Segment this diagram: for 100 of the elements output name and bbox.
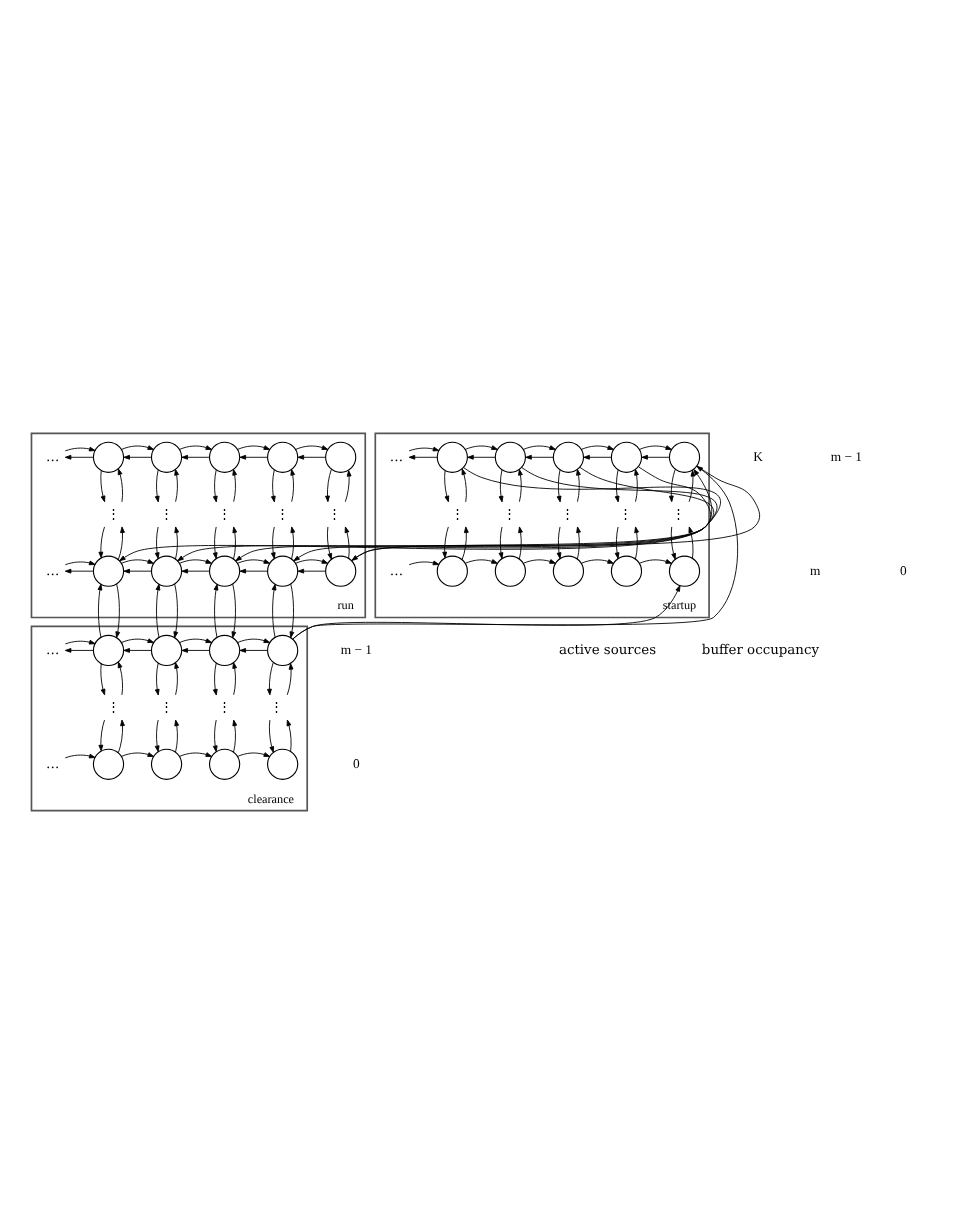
arrow xyxy=(290,526,296,560)
arrow xyxy=(213,583,219,638)
arrow xyxy=(271,583,277,638)
arrow xyxy=(231,583,237,638)
arrow xyxy=(117,661,123,696)
node-circle xyxy=(668,441,701,473)
arrow xyxy=(64,648,94,653)
arrow xyxy=(576,526,581,560)
arrow xyxy=(239,648,268,653)
arrow xyxy=(297,454,326,460)
arrow xyxy=(239,454,268,460)
arrow xyxy=(344,470,352,503)
arrow xyxy=(581,559,614,564)
arrow xyxy=(232,526,238,560)
arrow xyxy=(465,559,498,564)
arrow xyxy=(117,719,125,754)
arrow xyxy=(295,445,329,450)
node-circle xyxy=(267,634,299,667)
arrow xyxy=(64,454,94,460)
arrow xyxy=(688,526,694,559)
node-circle xyxy=(494,441,526,473)
arrow xyxy=(351,469,713,561)
arrow xyxy=(179,638,213,643)
node-circle xyxy=(436,555,468,587)
arrow xyxy=(212,719,218,752)
arrow xyxy=(117,468,123,503)
arrow xyxy=(121,752,154,757)
arrow xyxy=(174,469,179,503)
arrow xyxy=(518,469,523,503)
arrow xyxy=(523,445,556,450)
arrow xyxy=(344,526,350,559)
arrow xyxy=(442,526,449,559)
arrow xyxy=(123,454,152,460)
arrow xyxy=(212,469,218,503)
arrow xyxy=(237,752,271,757)
arrow xyxy=(286,663,294,696)
arrow xyxy=(467,454,496,460)
arrow xyxy=(292,585,681,640)
arrow xyxy=(641,454,670,460)
arrow xyxy=(267,662,274,696)
arrow xyxy=(155,583,161,638)
node-circle xyxy=(267,441,299,473)
arrow xyxy=(523,559,556,564)
arrow xyxy=(154,469,160,503)
arrow xyxy=(64,446,96,452)
arrow xyxy=(286,719,292,752)
arrow xyxy=(639,559,672,564)
node-circle xyxy=(208,748,241,780)
arrow xyxy=(581,445,614,450)
arrow xyxy=(117,526,125,560)
arrow xyxy=(461,526,469,560)
node-circle xyxy=(494,555,526,587)
arrow xyxy=(297,568,326,574)
arrow xyxy=(121,445,154,450)
arrow xyxy=(634,526,639,560)
arrow xyxy=(121,638,154,643)
arrow xyxy=(64,639,96,645)
arrow xyxy=(97,583,103,638)
arrow xyxy=(174,526,180,560)
arrow xyxy=(268,719,275,753)
arrow xyxy=(325,469,332,503)
arrow xyxy=(232,469,238,503)
node-circle xyxy=(267,748,299,780)
arrow xyxy=(465,445,498,450)
node-circle xyxy=(92,441,125,473)
arrow xyxy=(688,470,696,503)
arrow xyxy=(639,445,672,450)
node-circle xyxy=(610,555,643,587)
arrow xyxy=(98,719,105,752)
arrow xyxy=(270,526,276,559)
arrow xyxy=(237,559,271,564)
arrow xyxy=(64,560,96,566)
arrow xyxy=(154,526,160,559)
arrow xyxy=(614,469,620,503)
arrow xyxy=(408,454,438,460)
arrow xyxy=(232,662,238,696)
arrow xyxy=(179,752,213,757)
arrow xyxy=(408,560,440,566)
arrow xyxy=(237,445,271,450)
arrow xyxy=(174,662,179,696)
arrow xyxy=(408,446,440,452)
arrow xyxy=(100,470,106,503)
arrow xyxy=(173,583,179,638)
arrow xyxy=(181,568,210,574)
node-circle xyxy=(150,748,183,780)
arrow xyxy=(181,454,210,460)
arrow xyxy=(556,469,562,503)
arrow xyxy=(668,469,676,503)
node-circle xyxy=(552,441,585,473)
arrow xyxy=(232,719,238,753)
node-circle xyxy=(610,441,643,473)
arrow xyxy=(98,526,105,559)
arrow xyxy=(576,469,581,503)
arrow xyxy=(100,663,106,696)
arrow xyxy=(556,526,562,559)
arrow xyxy=(237,638,271,643)
arrow xyxy=(444,470,450,503)
arrow xyxy=(123,648,152,653)
arrow xyxy=(115,583,121,638)
arrow xyxy=(154,662,160,696)
